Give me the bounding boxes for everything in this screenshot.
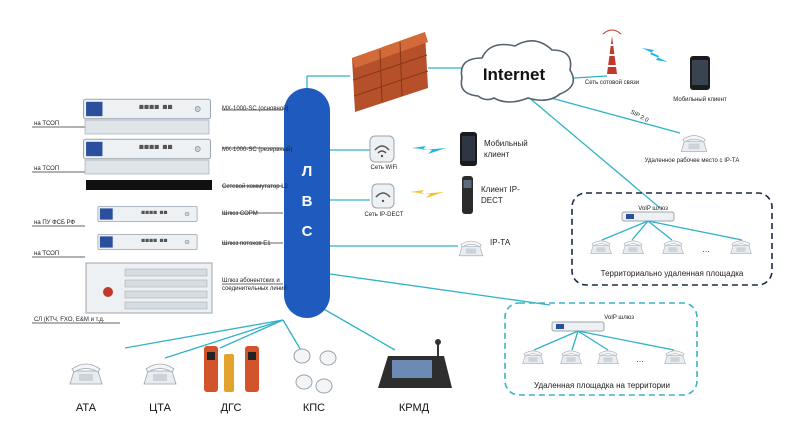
local-site-box: VoIP шлюз … Удаленная площадка на террит…: [504, 302, 698, 396]
dgs-label: ДГС: [221, 402, 242, 414]
ip-phone-icon: [730, 240, 752, 255]
device-label-subscriber-2: соединительных линий: [222, 285, 287, 292]
ip-phone-icon: [522, 350, 544, 365]
mx-1000-primary-device: [83, 98, 211, 120]
internet-label: Internet: [483, 65, 546, 84]
digital-phone-icon: [143, 363, 177, 385]
mx-1000-backup-device: [83, 138, 211, 160]
remote-site-gateway-label: VoIP шлюз: [638, 206, 668, 212]
ata-label: АТА: [76, 402, 97, 414]
sorm-gateway-device: [97, 206, 198, 222]
dect-handset-icon: [462, 176, 473, 214]
device-label-e1: Шлюз потоков Е1: [222, 241, 271, 247]
lvs-bus: Л В С: [284, 88, 330, 318]
device-label-sorm: Шлюз СОРМ: [222, 211, 258, 217]
internet-cloud-icon: Internet: [460, 40, 575, 103]
device-label-mx-backup: МХ-1000-SC (резервный): [222, 146, 292, 153]
lvs-letter-s: С: [302, 223, 313, 240]
ip-phone-icon: [622, 240, 644, 255]
equipment-stack: МХ-1000-SC (основной) на ТСОП МХ-1000-SC…: [34, 98, 292, 323]
dect-base-icon: [371, 183, 395, 209]
dgs-intercom-icon: [204, 346, 259, 392]
lightning-icon: [412, 146, 446, 154]
lvs-letter-l: Л: [302, 163, 313, 180]
lightning-icon: [410, 190, 444, 198]
ip-phone-icon: [662, 240, 684, 255]
subscriber-gateway-device: [85, 262, 213, 314]
ip-phone-icon: [664, 350, 686, 365]
dect-label: Сеть IP-DECT: [364, 212, 403, 218]
device-line-mx-primary: на ТСОП: [34, 121, 59, 127]
device-label-mx-primary: МХ-1000-SC (основной): [222, 105, 289, 112]
local-site-dots: …: [636, 355, 644, 364]
cta-label: ЦТА: [149, 402, 171, 414]
e1-gateway-device: [97, 234, 198, 250]
remote-site-box: VoIP шлюз … Территориально удаленная пло…: [571, 192, 773, 286]
analog-phone-icon: [69, 363, 103, 385]
firewall-icon: [352, 32, 429, 112]
remote-site-dots: …: [702, 245, 710, 254]
mobile-client-label: Мобильный клиент: [673, 96, 727, 103]
lvs-letter-v: В: [302, 193, 313, 210]
loudspeaker-icon: [293, 348, 337, 394]
local-site-gateway-label: VoIP шлюз: [604, 315, 634, 321]
wifi-router-icon: [369, 135, 395, 163]
mobile-phone-icon: [690, 56, 710, 90]
cell-tower-icon: [602, 29, 622, 74]
wifi-label: Сеть WiFi: [370, 165, 397, 171]
ip-phone-icon: [560, 350, 582, 365]
device-label-l2-switch: Сетевой коммутатор L2: [222, 183, 289, 190]
device-line-subscriber: СЛ (КТЧ, FXO, E&M и т.д.: [34, 317, 105, 323]
ip-phone-icon: [458, 240, 484, 257]
ip-phone-icon: [590, 240, 612, 255]
dispatcher-console-icon: [378, 339, 452, 388]
device-line-mx-backup: на ТСОП: [34, 166, 59, 172]
device-line-sorm: на ПУ ФСБ РФ: [34, 220, 76, 226]
wifi-client-line1: Мобильный: [484, 139, 528, 148]
kps-label: КПС: [303, 402, 325, 414]
remote-ip-phone-icon: [680, 135, 708, 153]
krmd-label: КРМД: [399, 402, 430, 414]
lightning-icon: [642, 48, 668, 62]
wifi-client-line2: клиент: [484, 150, 510, 159]
l2-switch-device: [86, 180, 212, 190]
ip-phone-icon: [597, 350, 619, 365]
ip-ta-label: IP-ТА: [490, 238, 511, 247]
device-line-e1: на ТСОП: [34, 251, 59, 257]
cell-network-label: Сеть сотовой связи: [585, 79, 639, 86]
smartphone-icon: [460, 132, 477, 166]
remote-site-label: Территориально удаленная площадка: [601, 269, 744, 278]
dect-client-line1: Клиент IP-: [481, 185, 520, 194]
device-label-subscriber-1: Шлюз абонентских и: [222, 278, 280, 284]
local-site-label: Удаленная площадка на территории: [534, 381, 670, 390]
dect-client-line2: DECT: [481, 196, 503, 205]
remote-workplace-label: Удаленное рабочее место с IP-ТА: [645, 158, 740, 164]
